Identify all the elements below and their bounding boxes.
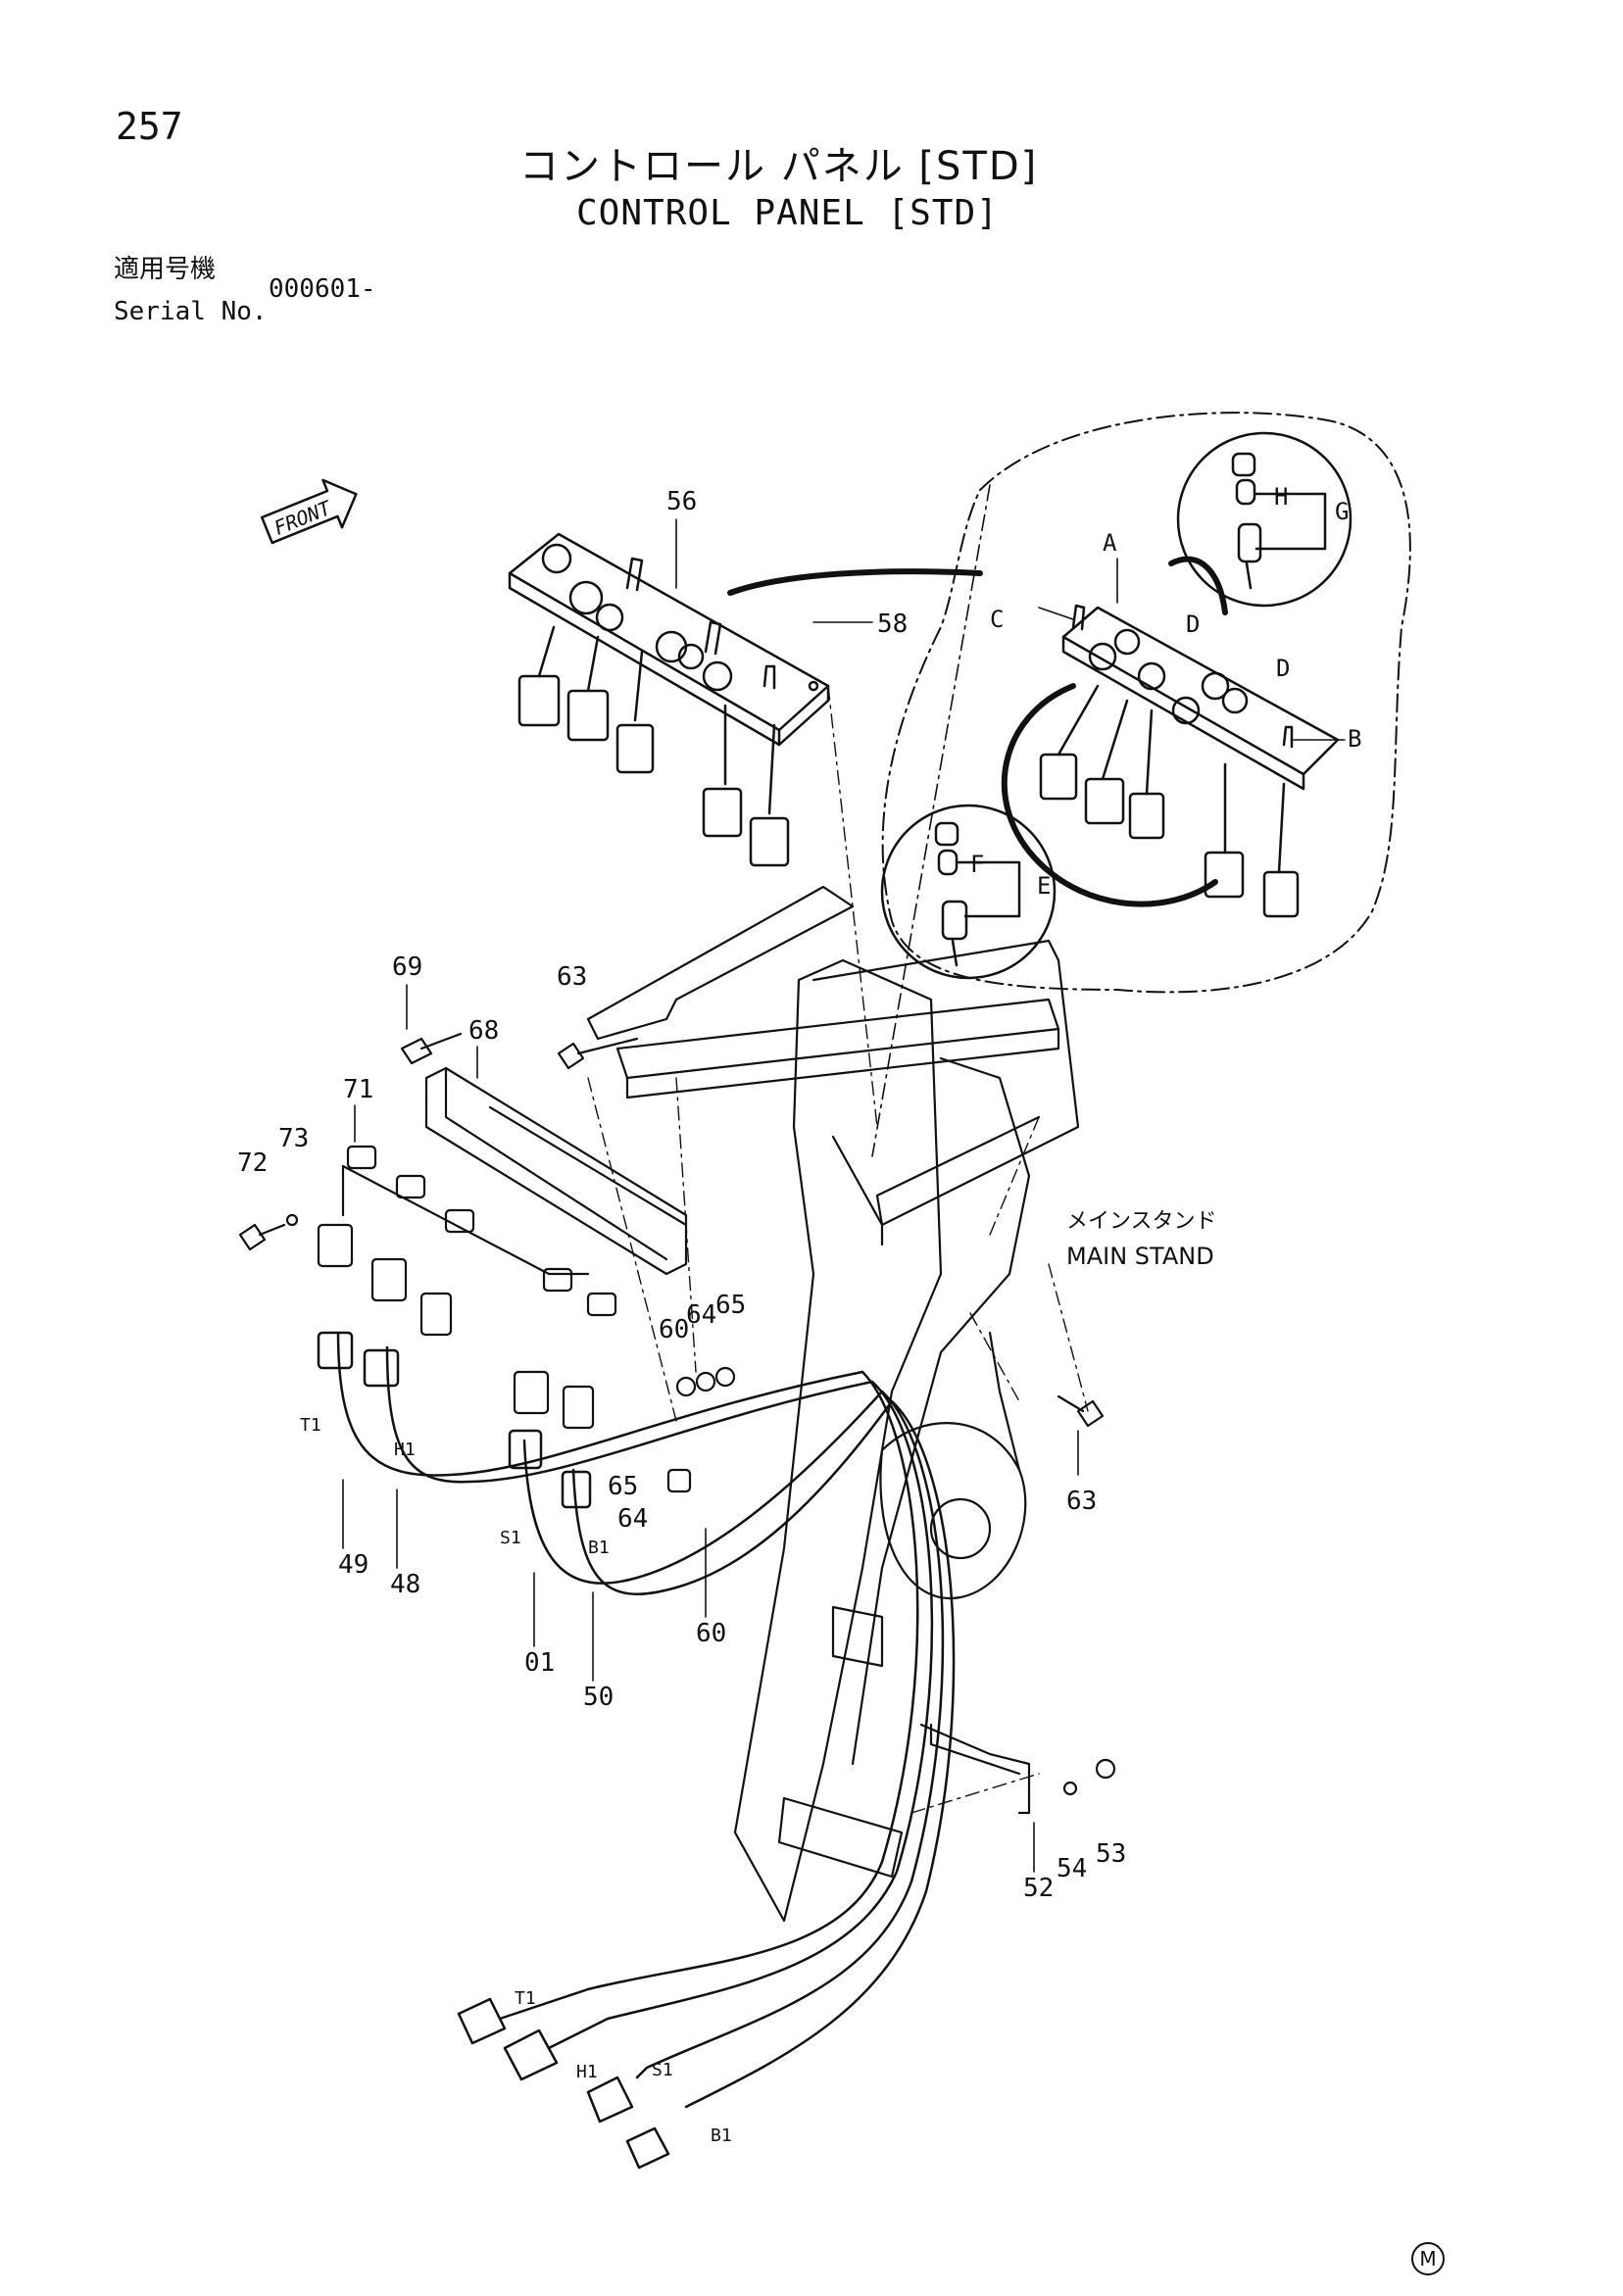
part-number: 49 bbox=[338, 1550, 369, 1580]
manufacturer-mark: M bbox=[1411, 2242, 1445, 2275]
wire-harness bbox=[317, 1331, 956, 2170]
part-number: 64 bbox=[686, 1300, 716, 1330]
detail-circle-lamp bbox=[1176, 431, 1352, 608]
part-number: 60 bbox=[659, 1315, 689, 1344]
part-number: 63 bbox=[557, 962, 587, 992]
page-title: CONTROL PANEL [STD] bbox=[576, 193, 999, 233]
wire-label: T1 bbox=[300, 1415, 321, 1436]
detail-circle-bulb bbox=[880, 804, 1057, 980]
part-number: 54 bbox=[1057, 1854, 1087, 1883]
serial-label-japanese: 適用号機 bbox=[114, 255, 217, 284]
detail-panel-plate bbox=[1039, 604, 1340, 918]
detail-callout-curve bbox=[727, 568, 983, 596]
main-stand-frame bbox=[586, 885, 1080, 1923]
wire-label: B1 bbox=[711, 2125, 732, 2146]
part-number: 63 bbox=[1066, 1487, 1097, 1516]
detail-label: H bbox=[1274, 483, 1288, 511]
part-number: 64 bbox=[617, 1504, 648, 1534]
part-number: 65 bbox=[608, 1472, 638, 1501]
page-number: 257 bbox=[116, 105, 183, 148]
part-number: 53 bbox=[1096, 1839, 1126, 1869]
page-title-japanese: コントロール パネル [STD] bbox=[519, 144, 1039, 189]
detail-label: D bbox=[1276, 655, 1290, 682]
assembly-leader-lines bbox=[587, 685, 1089, 1814]
detail-label: G bbox=[1335, 498, 1349, 525]
label-leaders bbox=[342, 518, 1346, 1873]
detail-label: D bbox=[1186, 611, 1200, 638]
part-number: 72 bbox=[237, 1148, 268, 1178]
part-number: 73 bbox=[278, 1124, 309, 1153]
part-number: 58 bbox=[877, 610, 908, 639]
detail-callout-outline bbox=[881, 412, 1411, 994]
serial-label: Serial No. bbox=[114, 297, 268, 326]
part-number: 71 bbox=[343, 1075, 373, 1104]
hardware-fasteners bbox=[238, 1032, 1116, 1796]
part-number: 69 bbox=[392, 953, 422, 982]
part-number: 52 bbox=[1023, 1874, 1054, 1903]
wire-label: T1 bbox=[515, 1988, 536, 2009]
wire-label: H1 bbox=[394, 1440, 416, 1460]
wire-label: S1 bbox=[500, 1528, 521, 1548]
part-number: 50 bbox=[583, 1683, 614, 1712]
panel-harness-connectors bbox=[517, 625, 790, 867]
part-number: 56 bbox=[666, 487, 697, 516]
main-stand-label-japanese: メインスタンド bbox=[1066, 1209, 1217, 1234]
front-arrow-icon: FRONT bbox=[260, 478, 358, 545]
detail-callout-curve bbox=[1168, 556, 1228, 615]
part-number: 60 bbox=[696, 1619, 726, 1648]
connector-bracket bbox=[317, 1066, 688, 1430]
detail-label: B bbox=[1348, 725, 1361, 753]
part-number: 65 bbox=[715, 1291, 746, 1320]
detail-label: C bbox=[990, 606, 1004, 633]
wire-label: H1 bbox=[576, 2062, 598, 2082]
detail-label: A bbox=[1103, 529, 1117, 557]
detail-label: E bbox=[1037, 872, 1051, 900]
part-number: 01 bbox=[524, 1648, 555, 1678]
detail-callout-curve bbox=[1001, 683, 1218, 907]
detail-leader-line bbox=[871, 484, 991, 1157]
serial-number: 000601- bbox=[269, 274, 376, 304]
main-stand-label: MAIN STAND bbox=[1066, 1243, 1214, 1270]
detail-label: F bbox=[970, 851, 984, 878]
part-number: 68 bbox=[468, 1016, 499, 1046]
wire-label: B1 bbox=[588, 1538, 610, 1558]
wire-label: S1 bbox=[652, 2060, 673, 2080]
part-number: 48 bbox=[390, 1570, 420, 1599]
